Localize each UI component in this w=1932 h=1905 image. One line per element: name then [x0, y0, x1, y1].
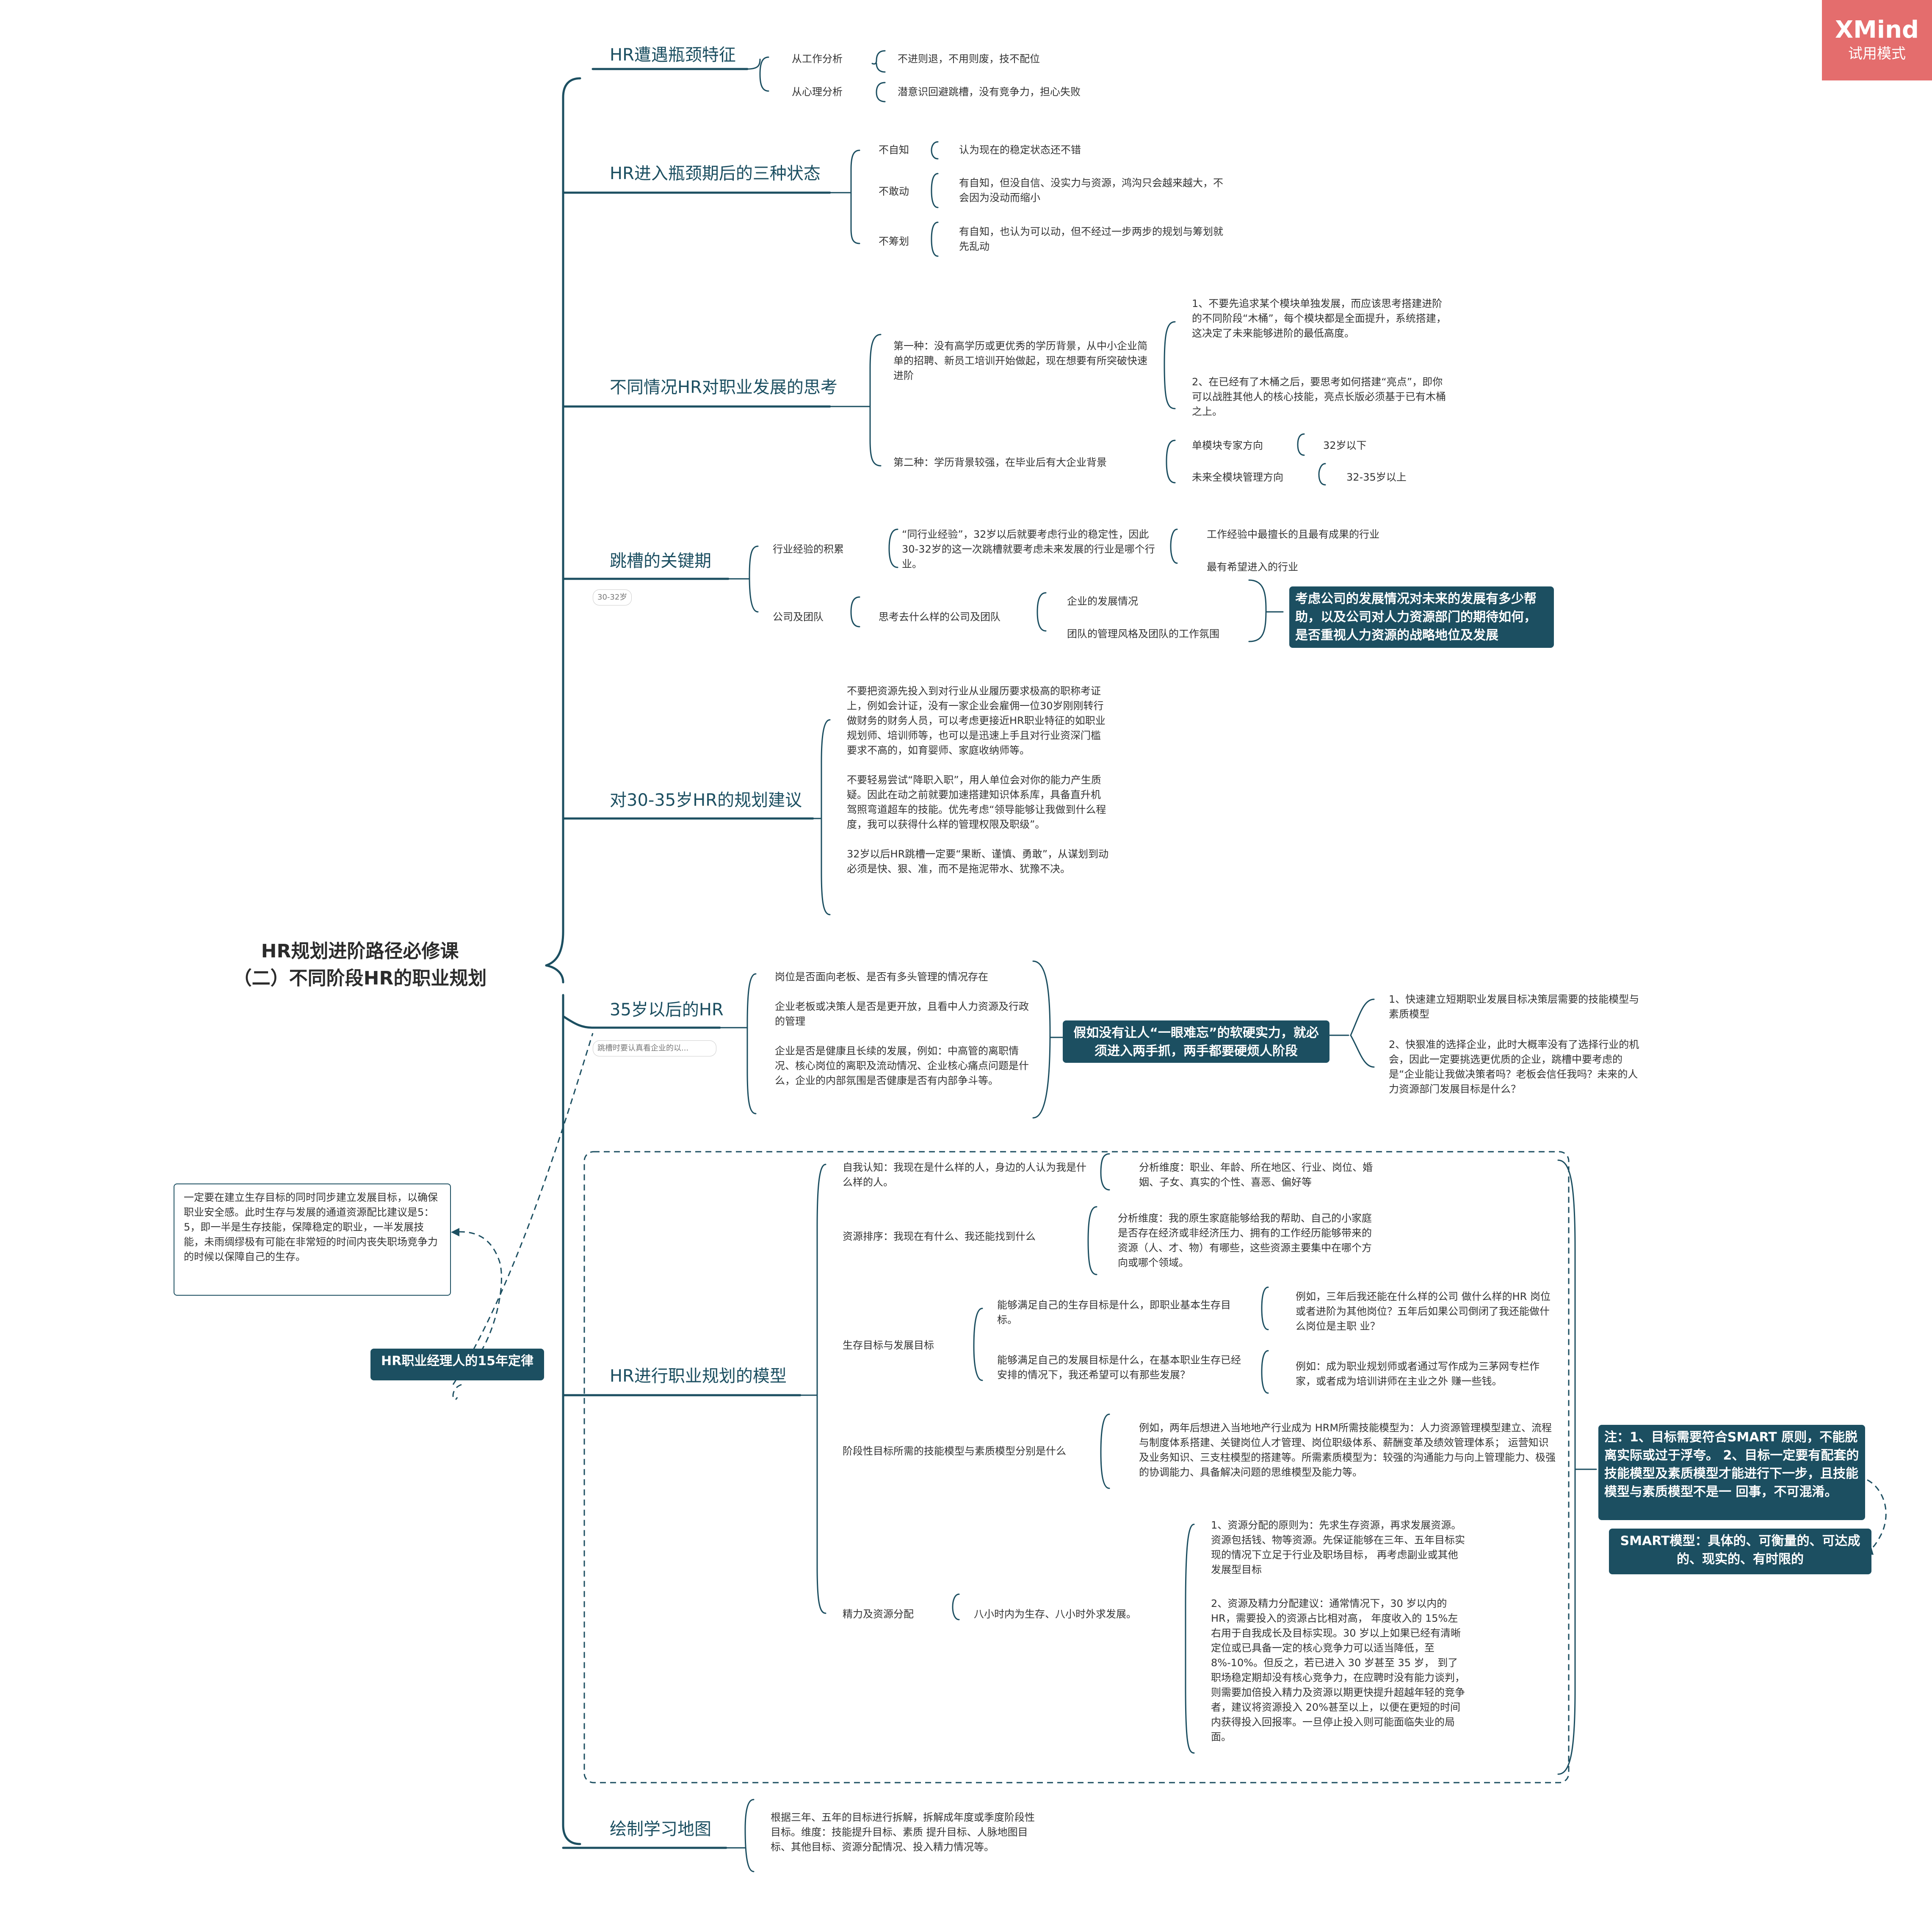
b4-company-label[interactable]: 公司及团队 — [773, 611, 824, 623]
b7-goal-item-detail[interactable]: 例如，三年后我还能在什么样的公司 做什么样的HR 岗位或者进阶为其他岗位？五年后… — [1296, 1291, 1551, 1332]
b4-exp-item[interactable]: 最有希望进入的行业 — [1207, 561, 1298, 573]
b3-first-item[interactable]: 2、在已经有了木桶之后，要思考如何搭建“亮点”，即你可以战胜其他人的核心技能，亮… — [1192, 376, 1446, 417]
b4-note-age[interactable]: 30-32岁 — [593, 589, 632, 606]
b5-advice-text[interactable]: 不要把资源先投入到对行业从业履历要求极高的职称考证上，例如会计证，没有一家企业会… — [847, 685, 1109, 875]
b1-item-label[interactable]: 从心理分析 — [792, 86, 843, 98]
b3-first-case[interactable]: 第一种：没有高学历或更优秀的学历背景，从中小企业简单的招聘、新员工培训开始做起，… — [893, 340, 1147, 382]
b1-item-detail[interactable]: 不进则退，不用则废，技不配位 — [898, 53, 1040, 65]
b3-first-item[interactable]: 1、不要先追求某个模块单独发展，而应该思考搭建进阶的不同阶段“木桶”，每个模块都… — [1192, 298, 1446, 339]
b7-goals-label[interactable]: 生存目标与发展目标 — [843, 1339, 934, 1351]
b2-state-detail[interactable]: 认为现在的稳定状态还不错 — [959, 144, 1081, 156]
xmind-brand: XMind — [1835, 16, 1919, 44]
smart-model-box[interactable]: SMART模型：具体的、可衡量的、可达成的、现实的、有时限的 — [1609, 1529, 1871, 1574]
b1-item-detail[interactable]: 潜意识回避跳槽，没有竞争力，担心失败 — [898, 86, 1081, 98]
b6-action-item[interactable]: 1、快速建立短期职业发展目标决策层需要的技能模型与素质模型 — [1389, 993, 1639, 1020]
b4-exp-item[interactable]: 工作经验中最擅长的且最有成果的行业 — [1207, 528, 1379, 540]
b2-state-detail[interactable]: 有自知，但没自信、没实力与资源，鸿沟只会越来越大，不会因为没动而缩小 — [959, 177, 1223, 204]
branch-bottleneck-features[interactable]: HR遭遇瓶颈特征 — [610, 45, 736, 65]
root-title-line1: HR规划进阶路径必修课 — [261, 940, 459, 962]
branch-planning-model[interactable]: HR进行职业规划的模型 — [610, 1366, 787, 1386]
b7-energy-item[interactable]: 2、资源及精力分配建议：通常情况下，30 岁以内的HR，需要投入的资源占比相对高… — [1211, 1598, 1465, 1743]
b7-resource-label[interactable]: 资源排序：我现在有什么、我还能找到什么 — [843, 1230, 1036, 1242]
b1-item-label[interactable]: 从工作分析 — [792, 53, 843, 65]
b7-notes-box[interactable]: 注：1、目标需要符合SMART 原则，不能脱离实际或过于浮夸。 2、目标一定要有… — [1598, 1425, 1865, 1520]
b3-second-item-label[interactable]: 单模块专家方向 — [1192, 440, 1263, 451]
b4-company-summary[interactable]: 考虑公司的发展情况对未来的发展有多少帮助，以及公司对人力资源部门的期待如何，是否… — [1289, 586, 1554, 648]
branch-30-35-advice[interactable]: 对30-35岁HR的规划建议 — [610, 791, 802, 810]
b2-state-label[interactable]: 不筹划 — [879, 235, 909, 247]
b3-second-item-label[interactable]: 未来全模块管理方向 — [1192, 471, 1283, 483]
b7-energy-item[interactable]: 1、资源分配的原则为：先求生存资源，再求发展资源。 资源包括钱、物等资源。先保证… — [1211, 1519, 1465, 1576]
b6-action-item[interactable]: 2、快狠准的选择企业，此时大概率没有了选择行业的机会，因此一定要挑选更优质的企业… — [1389, 1039, 1639, 1095]
b2-state-label[interactable]: 不敢动 — [879, 185, 909, 197]
b4-company-item[interactable]: 企业的发展情况 — [1067, 595, 1138, 607]
hr-15-year-rule-box[interactable]: HR职业经理人的15年定律 — [370, 1349, 544, 1380]
branch-career-thinking[interactable]: 不同情况HR对职业发展的思考 — [610, 378, 837, 397]
survival-development-note: 一定要在建立生存目标的同时同步建立发展目标，以确保职业安全感。此时生存与发展的通… — [174, 1183, 451, 1296]
b6-criteria-text[interactable]: 岗位是否面向老板、是否有多头管理的情况存在 企业老板或决策人是否是更开放，且看中… — [775, 971, 1029, 1087]
branch-learning-map[interactable]: 绘制学习地图 — [610, 1819, 711, 1839]
b7-goal-item-label[interactable]: 能够满足自己的发展目标是什么，在基本职业生存已经安排的情况下，我还希望可以有那些… — [997, 1354, 1241, 1381]
b4-exp-detail[interactable]: “同行业经验”，32岁以后就要考虑行业的稳定性，因此30-32岁的这一次跳槽就要… — [902, 528, 1155, 570]
b4-company-detail[interactable]: 思考去什么样的公司及团队 — [879, 611, 1001, 623]
b7-stage-detail[interactable]: 例如，两年后想进入当地地产行业成为 HRM所需技能模型为：人力资源管理模型建立、… — [1139, 1422, 1559, 1478]
b7-energy-detail[interactable]: 八小时内为生存、八小时外求发展。 — [974, 1608, 1136, 1620]
root-topic[interactable]: HR规划进阶路径必修课 （二）不同阶段HR的职业规划 — [178, 938, 542, 992]
b6-note[interactable]: 跳槽时要认真看企业的以... — [593, 1040, 716, 1056]
trial-mode-label: 试用模式 — [1848, 45, 1906, 62]
b7-self-label[interactable]: 自我认知：我现在是什么样的人，身边的人认为我是什么样的人。 — [843, 1161, 1086, 1188]
b8-learning-map-text[interactable]: 根据三年、五年的目标进行拆解，拆解成年度或季度阶段性目标。维度：技能提升目标、素… — [771, 1811, 1035, 1853]
b7-resource-detail[interactable]: 分析维度：我的原生家庭能够给我的帮助、自己的小家庭是否存在经济或非经济压力、拥有… — [1118, 1212, 1372, 1269]
branch-after-35[interactable]: 35岁以后的HR — [610, 1000, 724, 1020]
root-title-line2: （二）不同阶段HR的职业规划 — [233, 968, 487, 989]
b4-company-item[interactable]: 团队的管理风格及团队的工作氛围 — [1067, 628, 1219, 640]
branch-job-hopping-key-period[interactable]: 跳槽的关键期 — [610, 551, 711, 571]
b3-second-item-detail[interactable]: 32-35岁以上 — [1346, 471, 1407, 483]
b7-self-detail[interactable]: 分析维度：职业、年龄、所在地区、行业、岗位、婚姻、子女、真实的个性、喜恶、偏好等 — [1139, 1161, 1373, 1188]
b6-summary-box[interactable]: 假如没有让人“一眼难忘”的软硬实力，就必须进入两手抓，两手都要硬烦人阶段 — [1063, 1020, 1329, 1063]
b3-second-case[interactable]: 第二种：学历背景较强，在毕业后有大企业背景 — [893, 456, 1107, 468]
b2-state-detail[interactable]: 有自知，也认为可以动，但不经过一步两步的规划与筹划就先乱动 — [959, 226, 1223, 252]
b2-state-label[interactable]: 不自知 — [879, 144, 909, 156]
xmind-watermark: XMind 试用模式 — [1822, 0, 1932, 80]
b3-second-item-detail[interactable]: 32岁以下 — [1323, 440, 1367, 451]
b7-goal-item-label[interactable]: 能够满足自己的生存目标是什么，即职业基本生存目标。 — [997, 1299, 1231, 1326]
b7-goal-item-detail[interactable]: 例如：成为职业规划师或者通过写作成为三茅网专栏作家，或者成为培训讲师在主业之外 … — [1296, 1360, 1540, 1387]
b7-energy-label[interactable]: 精力及资源分配 — [843, 1608, 914, 1620]
branch-three-states[interactable]: HR进入瓶颈期后的三种状态 — [610, 164, 821, 183]
b4-exp-label[interactable]: 行业经验的积累 — [773, 543, 844, 555]
b7-stage-label[interactable]: 阶段性目标所需的技能模型与素质模型分别是什么 — [843, 1445, 1066, 1457]
